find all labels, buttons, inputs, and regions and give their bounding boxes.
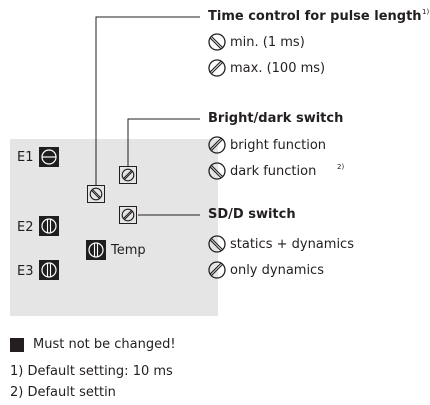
statics-dynamics-label: statics + dynamics bbox=[230, 237, 354, 252]
slot-screw-vertical-icon bbox=[41, 262, 57, 278]
e3-switch[interactable] bbox=[39, 260, 59, 280]
dark-function-note-ref: 2) bbox=[337, 163, 345, 171]
footnote-2: 2) Default settin bbox=[10, 385, 116, 400]
time-control-switch[interactable] bbox=[87, 185, 105, 203]
only-dynamics-label: only dynamics bbox=[230, 263, 324, 278]
e2-label: E2 bbox=[17, 220, 34, 235]
dial-diagonal-slot-icon bbox=[121, 168, 135, 182]
sdd-title: SD/D switch bbox=[208, 207, 296, 222]
dial-diagonal-slot-icon bbox=[121, 208, 135, 222]
dial-diagonal-slot-icon bbox=[208, 261, 226, 279]
legend-must-not-change: Must not be changed! bbox=[33, 337, 176, 352]
time-control-title: Time control for pulse length bbox=[208, 9, 422, 24]
temp-label: Temp bbox=[111, 243, 146, 258]
dial-horizontal-slot-icon bbox=[208, 33, 226, 51]
dial-diagonal-slot-icon bbox=[208, 59, 226, 77]
dial-diagonal-slot-icon bbox=[89, 187, 103, 201]
dial-horizontal-slot-icon bbox=[208, 235, 226, 253]
dark-function-label: dark function bbox=[230, 164, 317, 179]
temp-switch[interactable] bbox=[86, 240, 106, 260]
time-control-note-ref: 1) bbox=[422, 8, 430, 16]
bright-dark-switch[interactable] bbox=[119, 166, 137, 184]
dial-horizontal-slot-icon bbox=[208, 162, 226, 180]
e2-switch[interactable] bbox=[39, 216, 59, 236]
e3-label: E3 bbox=[17, 264, 34, 279]
legend-black-square bbox=[10, 338, 24, 352]
slot-screw-vertical-icon bbox=[88, 242, 104, 258]
time-max-label: max. (100 ms) bbox=[230, 61, 326, 76]
dial-diagonal-slot-icon bbox=[208, 136, 226, 154]
bright-dark-title: Bright/dark switch bbox=[208, 111, 344, 126]
footnote-1: 1) Default setting: 10 ms bbox=[10, 364, 173, 379]
time-control-leader bbox=[95, 16, 200, 185]
time-min-label: min. (1 ms) bbox=[230, 35, 305, 50]
e1-label: E1 bbox=[17, 150, 34, 165]
e1-switch[interactable] bbox=[39, 147, 59, 167]
bright-dark-leader bbox=[127, 118, 200, 166]
bright-function-label: bright function bbox=[230, 138, 327, 153]
sdd-switch[interactable] bbox=[119, 206, 137, 224]
slot-screw-vertical-icon bbox=[41, 218, 57, 234]
slot-screw-horizontal-icon bbox=[41, 149, 57, 165]
